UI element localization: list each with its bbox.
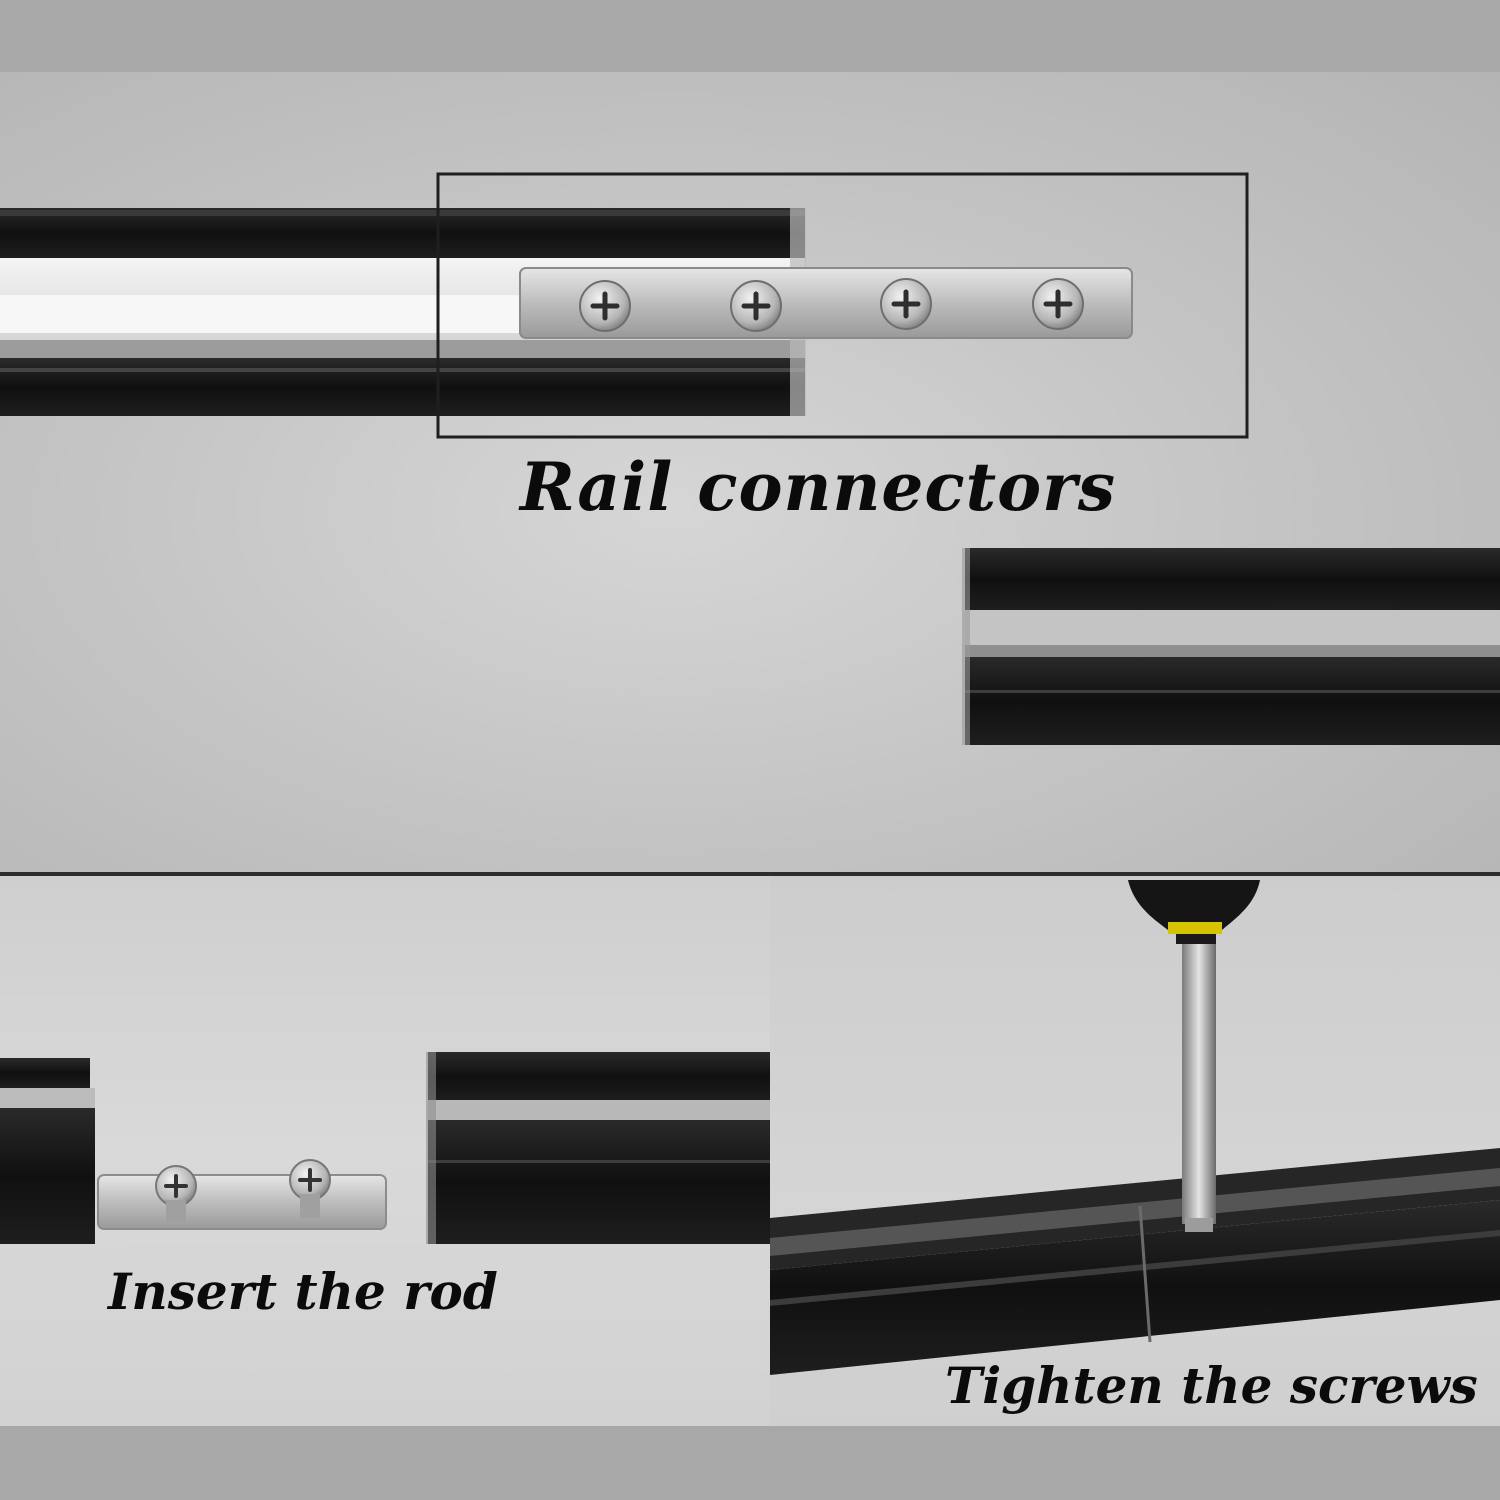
top-border-band (0, 0, 1500, 72)
highlight-frame (436, 172, 1249, 439)
bottom-border-band (0, 1426, 1500, 1500)
connector-plate-top (519, 267, 1133, 339)
joined-rail (770, 1148, 1500, 1375)
rail-segment-center (426, 1052, 770, 1244)
rail-segment-right (962, 548, 1500, 745)
screw-icon (730, 280, 782, 332)
screw-icon (1032, 278, 1084, 330)
connector-rod (97, 1159, 387, 1230)
caption-rail-connectors: Rail connectors (520, 448, 1117, 526)
rail-segment-left-stub (0, 1058, 95, 1244)
screwdriver-icon (1128, 880, 1260, 1232)
caption-insert-rod: Insert the rod (108, 1262, 498, 1321)
caption-tighten-screws: Tighten the screws (945, 1356, 1478, 1415)
screw-icon (579, 280, 631, 332)
screw-icon (880, 278, 932, 330)
panel-divider (0, 872, 1500, 876)
